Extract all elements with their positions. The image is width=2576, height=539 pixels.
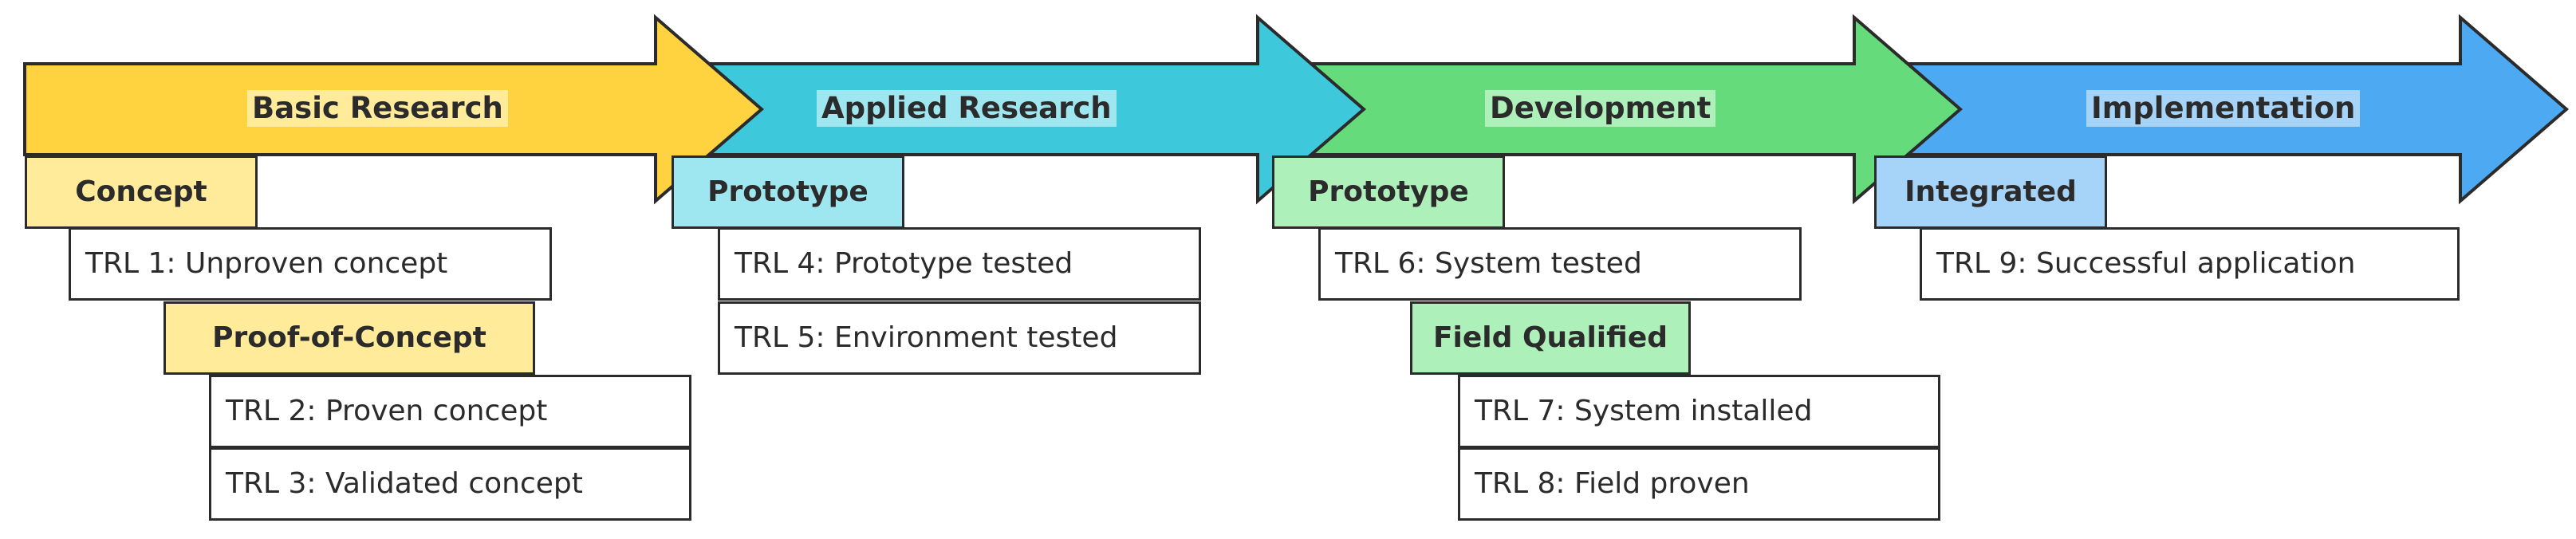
trl-3-box: TRL 3: Validated concept bbox=[209, 447, 691, 521]
trl-8-box: TRL 8: Field proven bbox=[1458, 447, 1940, 521]
trl-2-box: TRL 2: Proven concept bbox=[209, 375, 691, 448]
phase-label-basic-research: Basic Research bbox=[247, 90, 508, 127]
stage-proof-of-concept: Proof-of-Concept bbox=[163, 301, 535, 375]
trl-7-box: TRL 7: System installed bbox=[1458, 375, 1940, 448]
phase-label-implementation: Implementation bbox=[2086, 90, 2361, 127]
stage-prototype-development: Prototype bbox=[1272, 155, 1505, 229]
phase-label-development: Development bbox=[1485, 90, 1716, 127]
stage-field-qualified: Field Qualified bbox=[1410, 301, 1691, 375]
trl-4-box: TRL 4: Prototype tested bbox=[718, 227, 1201, 301]
trl-9-box: TRL 9: Successful application bbox=[1920, 227, 2460, 301]
stage-concept: Concept bbox=[25, 155, 258, 229]
stage-integrated: Integrated bbox=[1874, 155, 2107, 229]
stage-prototype-applied: Prototype bbox=[672, 155, 904, 229]
phase-label-applied-research: Applied Research bbox=[817, 90, 1117, 127]
trl-5-box: TRL 5: Environment tested bbox=[718, 301, 1201, 375]
trl-1-box: TRL 1: Unproven concept bbox=[69, 227, 552, 301]
trl-6-box: TRL 6: System tested bbox=[1318, 227, 1802, 301]
